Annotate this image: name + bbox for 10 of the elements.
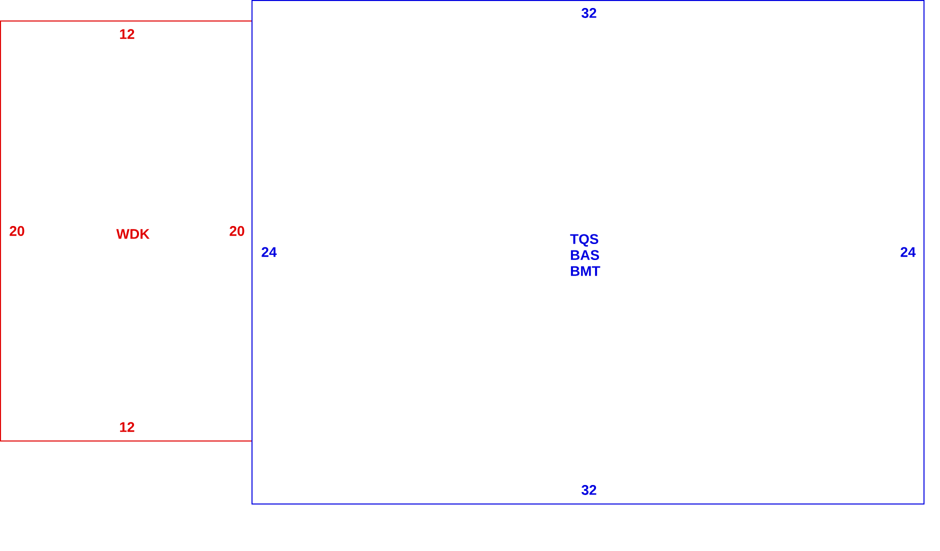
dimension-label: 32 <box>582 8 596 18</box>
dimension-label: 24 <box>262 247 277 257</box>
dimension-label: 20 <box>10 226 24 236</box>
dimension-label: 20 <box>230 226 244 236</box>
box-label: TQS BAS BMT <box>570 234 600 276</box>
dimension-label: 24 <box>900 247 916 257</box>
dimension-label: 12 <box>120 29 134 39</box>
dimension-label: 12 <box>120 422 134 432</box>
box-label: WDK <box>116 229 150 239</box>
dimension-label: 32 <box>582 485 596 495</box>
